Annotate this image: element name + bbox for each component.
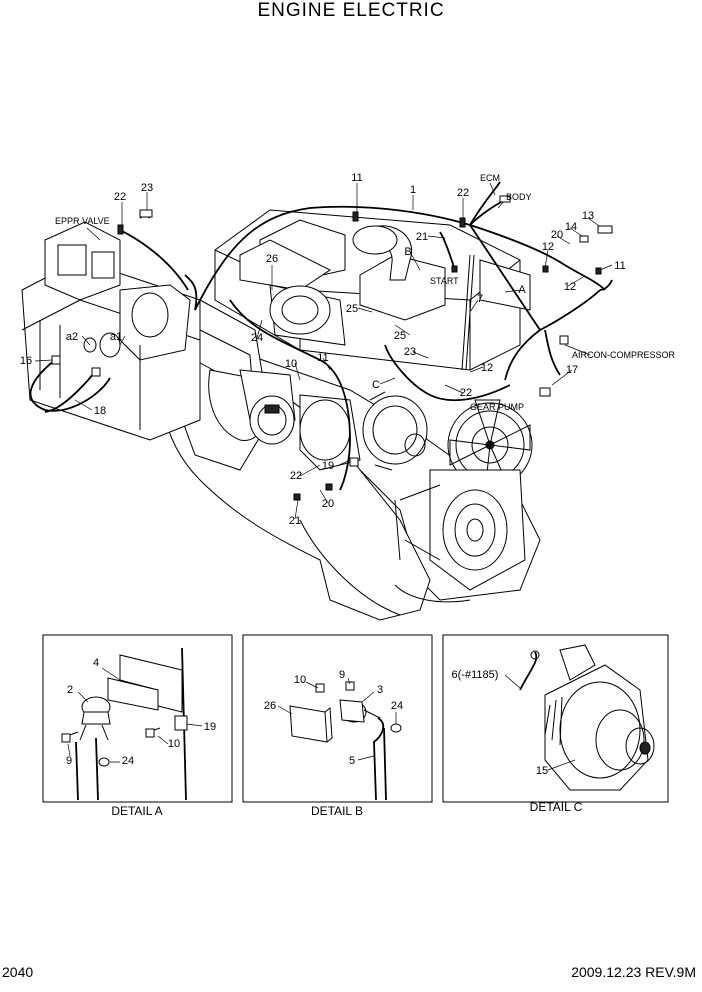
detail-c-callout-15: 15: [536, 765, 548, 777]
callout-12-c: 12: [481, 362, 493, 374]
callout-7: 7: [477, 293, 483, 305]
wiring-harness: [29, 181, 613, 491]
detail-b-callout-26: 26: [264, 700, 276, 712]
hydraulic-pump: [21, 221, 201, 441]
callout-18: 18: [94, 405, 106, 417]
detail-c-callout-6: 6(-#1185): [452, 669, 499, 681]
label-gear-pump: GEAR PUMP: [470, 402, 524, 412]
detail-a-callout-9: 9: [66, 755, 72, 767]
radiator-fan: [447, 399, 533, 493]
engine-block: [160, 209, 541, 621]
callout-B: B: [404, 246, 411, 258]
callout-a1: a1: [110, 331, 122, 343]
detail-a-callout-24: 24: [122, 755, 134, 767]
callout-14: 14: [565, 221, 577, 233]
callout-16: 16: [20, 355, 32, 367]
callout-11-mid: 11: [317, 352, 328, 364]
detail-b-callout-24: 24: [391, 700, 403, 712]
detail-b-callout-9: 9: [339, 669, 345, 681]
detail-a-callout-10: 10: [168, 738, 180, 750]
label-body: BODY: [506, 192, 532, 202]
label-start: START: [430, 276, 459, 286]
detail-a-callout-2: 2: [67, 684, 73, 696]
label-eppr-valve: EPPR VALVE: [55, 216, 110, 226]
callout-C: C: [372, 379, 380, 391]
callout-25-a: 25: [346, 303, 358, 315]
detail-a-caption: DETAIL A: [111, 804, 162, 818]
detail-b-caption: DETAIL B: [311, 804, 363, 818]
callout-17: 17: [566, 364, 578, 376]
callout-23-mid: 23: [404, 346, 416, 358]
revision-label: 2009.12.23 REV.9M: [571, 964, 696, 980]
detail-b-callout-10: 10: [294, 674, 306, 686]
callout-22-left: 22: [114, 191, 126, 203]
callout-13: 13: [582, 210, 594, 222]
callout-11-right: 11: [614, 260, 625, 272]
detail-b-callout-3: 3: [377, 684, 383, 696]
callout-25-b: 25: [394, 330, 406, 342]
callout-21-top: 21: [416, 231, 428, 243]
callout-22-mid: 22: [460, 387, 472, 399]
connectors: [51, 195, 613, 501]
callout-12-b: 12: [564, 281, 576, 293]
callout-20-top: 20: [551, 229, 563, 241]
leader-lines: [34, 182, 613, 520]
detail-b-callout-5: 5: [349, 755, 355, 767]
callout-19: 19: [322, 460, 334, 472]
callout-26: 26: [266, 253, 278, 265]
main-callouts: 11 1 22 22 23 21 B 26 24 25 25 7 A 12 12…: [20, 172, 676, 527]
diagram-title: ENGINE ELECTRIC: [257, 0, 445, 21]
callout-11-top: 11: [351, 172, 362, 184]
detail-a-panel: 4 2 19 10 9 24 DETAIL A: [42, 634, 233, 818]
detail-a-callout-4: 4: [93, 657, 99, 669]
callout-22-top: 22: [457, 187, 469, 199]
callout-1: 1: [410, 184, 416, 196]
callout-24: 24: [251, 332, 263, 344]
callout-22-low: 22: [290, 470, 302, 482]
detail-a-callout-19: 19: [204, 721, 216, 733]
callout-23-top: 23: [141, 182, 153, 194]
callout-A: A: [518, 284, 526, 296]
callout-20-low: 20: [322, 498, 334, 510]
label-aircon-compressor: AIRCON-COMPRESSOR: [572, 350, 676, 360]
callout-21-low: 21: [289, 515, 301, 527]
detail-c-panel: 6(-#1185) 15 DETAIL C: [442, 634, 669, 814]
label-ecm: ECM: [480, 173, 500, 183]
callout-10: 10: [285, 358, 297, 370]
callout-12-a: 12: [542, 241, 554, 253]
detail-b-panel: 10 9 3 26 24 5 DETAIL B: [242, 634, 433, 818]
page-number: 2040: [2, 964, 34, 980]
detail-c-caption: DETAIL C: [530, 800, 583, 814]
callout-a2: a2: [66, 331, 78, 343]
